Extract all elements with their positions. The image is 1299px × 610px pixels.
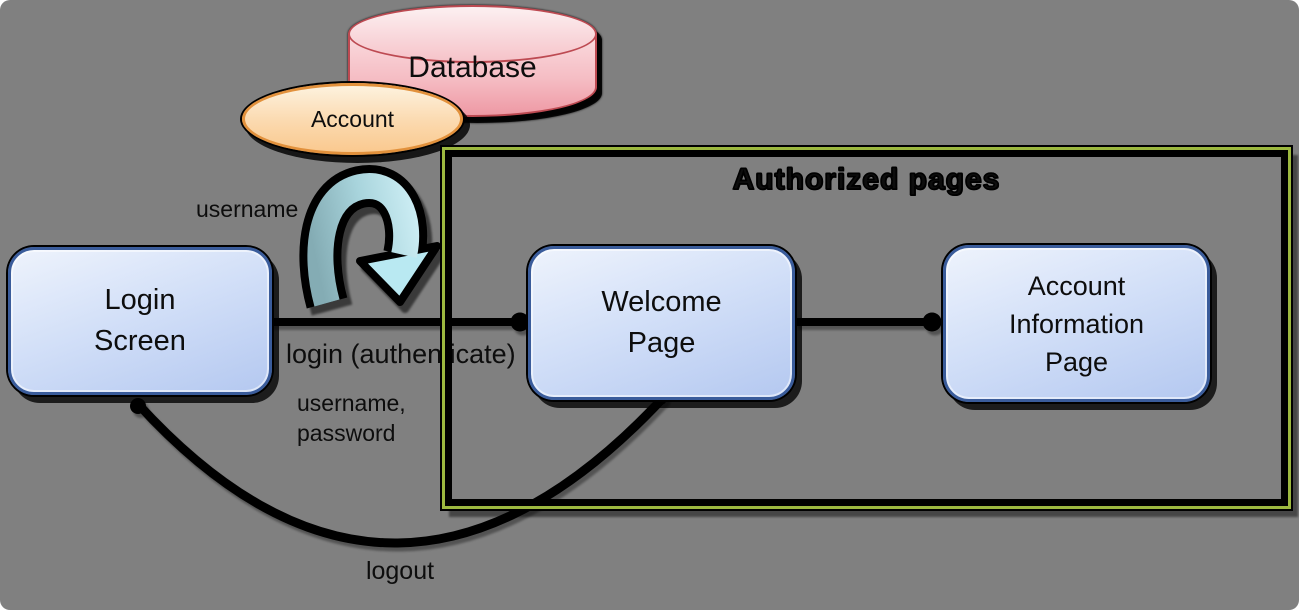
node-label-line: Screen	[94, 325, 186, 357]
welcome-page-node: Welcome Page	[528, 246, 795, 400]
credentials-edge-label: username, password	[297, 388, 406, 448]
database-cylinder-top	[348, 5, 597, 63]
account-information-page-node: Account Information Page	[943, 245, 1210, 402]
node-label-line: Page	[1044, 346, 1109, 377]
login-authenticate-edge-label: login (authenticate)	[286, 339, 516, 369]
logout-edge-label: logout	[365, 557, 435, 585]
database-cylinder: Database	[348, 5, 597, 129]
node-label-line: Welcome	[601, 286, 722, 318]
credentials-line-2: password	[297, 420, 396, 446]
username-edge-label: username	[196, 196, 299, 222]
credentials-line-1: username,	[297, 390, 406, 416]
edge-endpoint-dot	[130, 398, 146, 414]
account-label: Account	[310, 105, 395, 132]
login-screen-node: Login Screen	[8, 247, 272, 395]
node-label-line: Account	[1027, 270, 1126, 301]
edge-logout-curve	[133, 393, 668, 548]
authorized-pages-title: Authorized pages	[732, 162, 1001, 197]
edge-endpoint-dot	[922, 312, 942, 332]
edge-endpoint-dot	[510, 312, 530, 332]
database-label: Database	[408, 51, 537, 84]
curved-arrow-icon	[299, 165, 441, 309]
account-entity-ellipse: Account	[242, 83, 463, 155]
node-label-line: Information	[1008, 308, 1145, 339]
authorized-pages-frame: Authorized pages	[440, 145, 1293, 511]
node-label-line: Login	[104, 284, 176, 316]
node-label-line: Page	[627, 327, 696, 359]
